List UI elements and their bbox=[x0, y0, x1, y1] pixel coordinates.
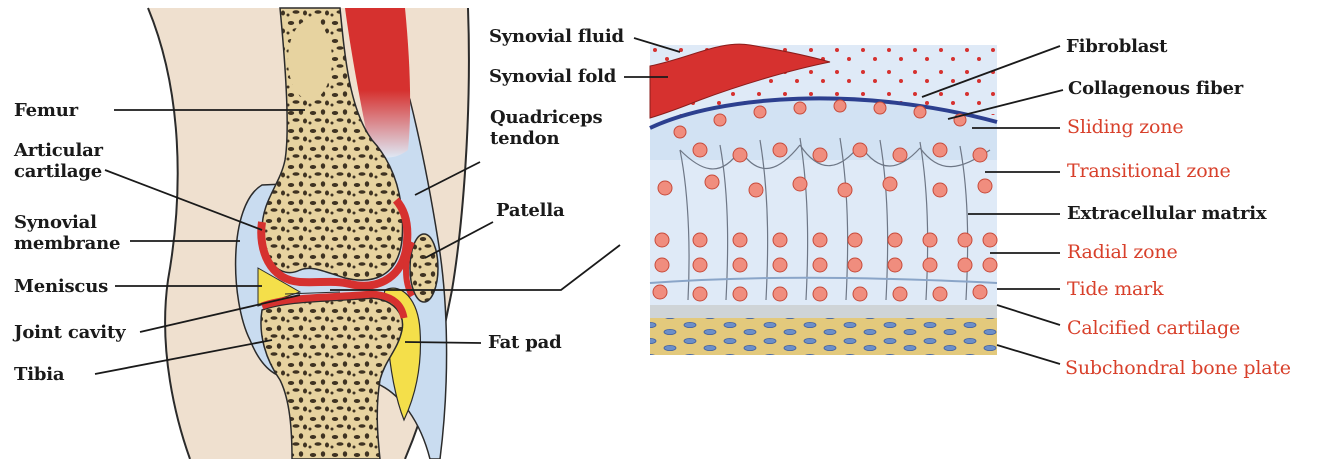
label-synovial-fluid: Synovial fluid bbox=[489, 26, 624, 47]
label-quadriceps-tendon-text: Quadriceps tendon bbox=[490, 107, 602, 149]
label-synovial-membrane: Synovial membrane bbox=[14, 212, 120, 254]
label-calcified-cartilage: Calcified cartilage bbox=[1067, 318, 1240, 339]
label-tide-mark: Tide mark bbox=[1067, 279, 1163, 300]
cartilage-detail bbox=[624, 38, 1063, 364]
label-fibroblast: Fibroblast bbox=[1066, 36, 1167, 57]
label-meniscus: Meniscus bbox=[14, 276, 108, 297]
label-joint-cavity: Joint cavity bbox=[14, 322, 125, 343]
label-articular-cartilage-text: Articular cartilage bbox=[14, 140, 103, 182]
label-synovial-fold: Synovial fold bbox=[489, 66, 616, 87]
label-patella: Patella bbox=[496, 200, 564, 221]
label-quadriceps-tendon: Quadriceps tendon bbox=[490, 107, 602, 149]
label-femur: Femur bbox=[14, 100, 78, 121]
label-radial-zone: Radial zone bbox=[1067, 242, 1177, 263]
label-synovial-membrane-text: Synovial membrane bbox=[14, 212, 120, 254]
label-tibia: Tibia bbox=[14, 364, 64, 385]
label-collagenous-fiber: Collagenous fiber bbox=[1068, 78, 1243, 99]
calcified-cartilage-layer bbox=[650, 305, 997, 320]
label-subchondral-bone-plate: Subchondral bone plate bbox=[1065, 358, 1291, 379]
label-articular-cartilage: Articular cartilage bbox=[14, 140, 103, 182]
label-sliding-zone: Sliding zone bbox=[1067, 117, 1183, 138]
label-fat-pad: Fat pad bbox=[488, 332, 561, 353]
label-extracellular-matrix: Extracellular matrix bbox=[1067, 203, 1266, 224]
label-transitional-zone: Transitional zone bbox=[1067, 161, 1231, 182]
